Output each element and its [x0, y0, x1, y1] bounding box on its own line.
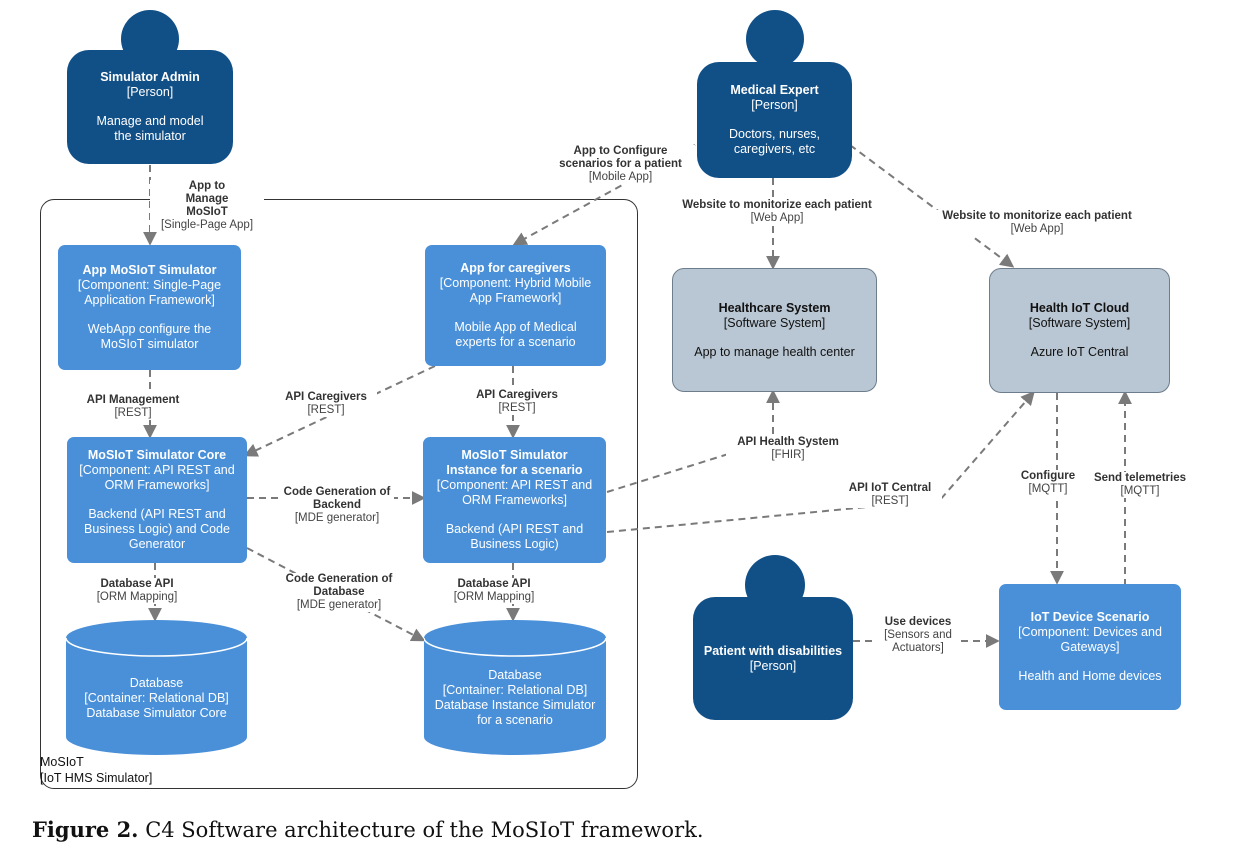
- node-title: IoT Device Scenario: [1030, 610, 1150, 624]
- expert-head: [746, 10, 804, 68]
- node-type: [Person]: [126, 85, 174, 99]
- label-db-api-inst: Database API [ORM Mapping]: [442, 578, 546, 604]
- node-type: [Software System]: [723, 315, 826, 330]
- node-type: [Component: API REST and ORM Frameworks]: [79, 463, 235, 492]
- boundary-type: [IoT HMS Simulator]: [40, 771, 153, 785]
- boundary-label: MoSIoT [IoT HMS Simulator]: [40, 754, 152, 786]
- node-desc: Doctors, nurses, caregivers, etc: [728, 127, 820, 156]
- node-title: Database: [488, 668, 542, 682]
- label-expert-iot: Website to monitorize each patient [Web …: [930, 210, 1144, 236]
- label-api-iot: API IoT Central [REST]: [838, 482, 942, 508]
- database-instance: Database [Container: Relational DB] Data…: [424, 620, 606, 755]
- label-codegen-backend: Code Generation of Backend [MDE generato…: [280, 486, 394, 525]
- label-configure: Configure [MQTT]: [1012, 470, 1084, 496]
- label-expert-healthcare: Website to monitorize each patient [Web …: [670, 199, 884, 225]
- node-desc: Database Instance Simulator for a scenar…: [434, 698, 596, 727]
- node-type: [Component: Hybrid Mobile App Framework]: [439, 276, 592, 305]
- edge-api-iot: [606, 390, 1035, 533]
- node-title: Simulator Admin: [100, 70, 200, 84]
- label-db-api-core: Database API [ORM Mapping]: [85, 578, 189, 604]
- node-desc: Backend (API REST and Business Logic) an…: [84, 507, 230, 551]
- node-desc: App to manage health center: [694, 344, 855, 359]
- label-admin-app: App to Manage MoSIoT [Single-Page App]: [150, 180, 264, 232]
- node-type: [Component: API REST and ORM Frameworks]: [436, 478, 593, 507]
- mosiot-boundary: [40, 199, 638, 789]
- node-title: Patient with disabilities: [703, 643, 843, 658]
- node-type: [Component: Single-Page Application Fram…: [77, 278, 222, 307]
- patient-person: Patient with disabilities [Person]: [693, 597, 853, 720]
- iot-device-scenario: IoT Device Scenario [Component: Devices …: [999, 584, 1181, 710]
- edge-expert-caregivers: [512, 144, 696, 246]
- node-desc: Database Simulator Core: [86, 706, 227, 720]
- node-type: [Person]: [749, 658, 797, 673]
- node-desc: WebApp configure the MoSIoT simulator: [87, 322, 212, 351]
- label-api-health: API Health System [FHIR]: [726, 436, 850, 462]
- node-title: Database: [129, 676, 184, 690]
- node-type: [Component: Devices and Gateways]: [1018, 625, 1162, 654]
- app-for-caregivers: App for caregivers [Component: Hybrid Mo…: [425, 245, 606, 366]
- node-title: Health IoT Cloud: [1029, 301, 1130, 315]
- node-desc: Health and Home devices: [1018, 669, 1162, 683]
- label-expert-caregivers: App to Configure scenarios for a patient…: [546, 145, 695, 184]
- boundary-name: MoSIoT: [40, 755, 84, 769]
- node-title: Medical Expert: [730, 83, 819, 97]
- node-title: MoSIoT Simulator Instance for a scenario: [446, 448, 583, 477]
- cylinder-icon: [66, 620, 247, 755]
- label-telemetries: Send telemetries [MQTT]: [1086, 472, 1194, 498]
- label-api-caregivers-inst: API Caregivers [REST]: [466, 389, 568, 415]
- node-title: Healthcare System: [718, 300, 831, 315]
- node-title: MoSIoT Simulator Core: [87, 448, 227, 462]
- label-use-devices: Use devices [Sensors and Actuators]: [876, 616, 960, 655]
- health-iot-cloud: Health IoT Cloud [Software System] Azure…: [989, 268, 1170, 393]
- node-desc: Azure IoT Central: [1030, 345, 1129, 359]
- figure-caption: Figure 2. C4 Software architecture of th…: [32, 817, 704, 842]
- node-desc: Backend (API REST and Business Logic): [445, 522, 584, 551]
- database-core: Database [Container: Relational DB] Data…: [66, 620, 247, 755]
- mosiot-simulator-instance: MoSIoT Simulator Instance for a scenario…: [423, 437, 606, 563]
- node-title: App for caregivers: [460, 261, 571, 275]
- label-api-caregivers-core: API Caregivers [REST]: [275, 391, 377, 417]
- node-desc: Manage and model the simulator: [96, 114, 204, 143]
- node-type: [Person]: [751, 98, 798, 112]
- node-type: [Container: Relational DB]: [84, 691, 229, 705]
- mosiot-simulator-core: MoSIoT Simulator Core [Component: API RE…: [67, 437, 247, 563]
- cylinder-icon: [424, 620, 606, 755]
- label-api-management: API Management [REST]: [76, 394, 190, 420]
- edge-expert-iot: [849, 144, 1015, 268]
- caption-text: C4 Software architecture of the MoSIoT f…: [145, 818, 704, 842]
- node-title: App MoSIoT Simulator: [82, 263, 217, 277]
- caption-label: Figure 2.: [32, 817, 139, 842]
- node-type: [Container: Relational DB]: [442, 683, 588, 697]
- healthcare-system: Healthcare System [Software System] App …: [672, 268, 877, 392]
- node-desc: Mobile App of Medical experts for a scen…: [454, 320, 577, 349]
- label-codegen-db: Code Generation of Database [MDE generat…: [282, 573, 396, 612]
- medical-expert-person: Medical Expert [Person] Doctors, nurses,…: [697, 62, 852, 178]
- edge-api-caregivers-core: [243, 365, 436, 457]
- app-mosiot-simulator: App MoSIoT Simulator [Component: Single-…: [58, 245, 241, 370]
- simulator-admin-person: Simulator Admin [Person] Manage and mode…: [67, 50, 233, 164]
- node-type: [Software System]: [1028, 316, 1131, 330]
